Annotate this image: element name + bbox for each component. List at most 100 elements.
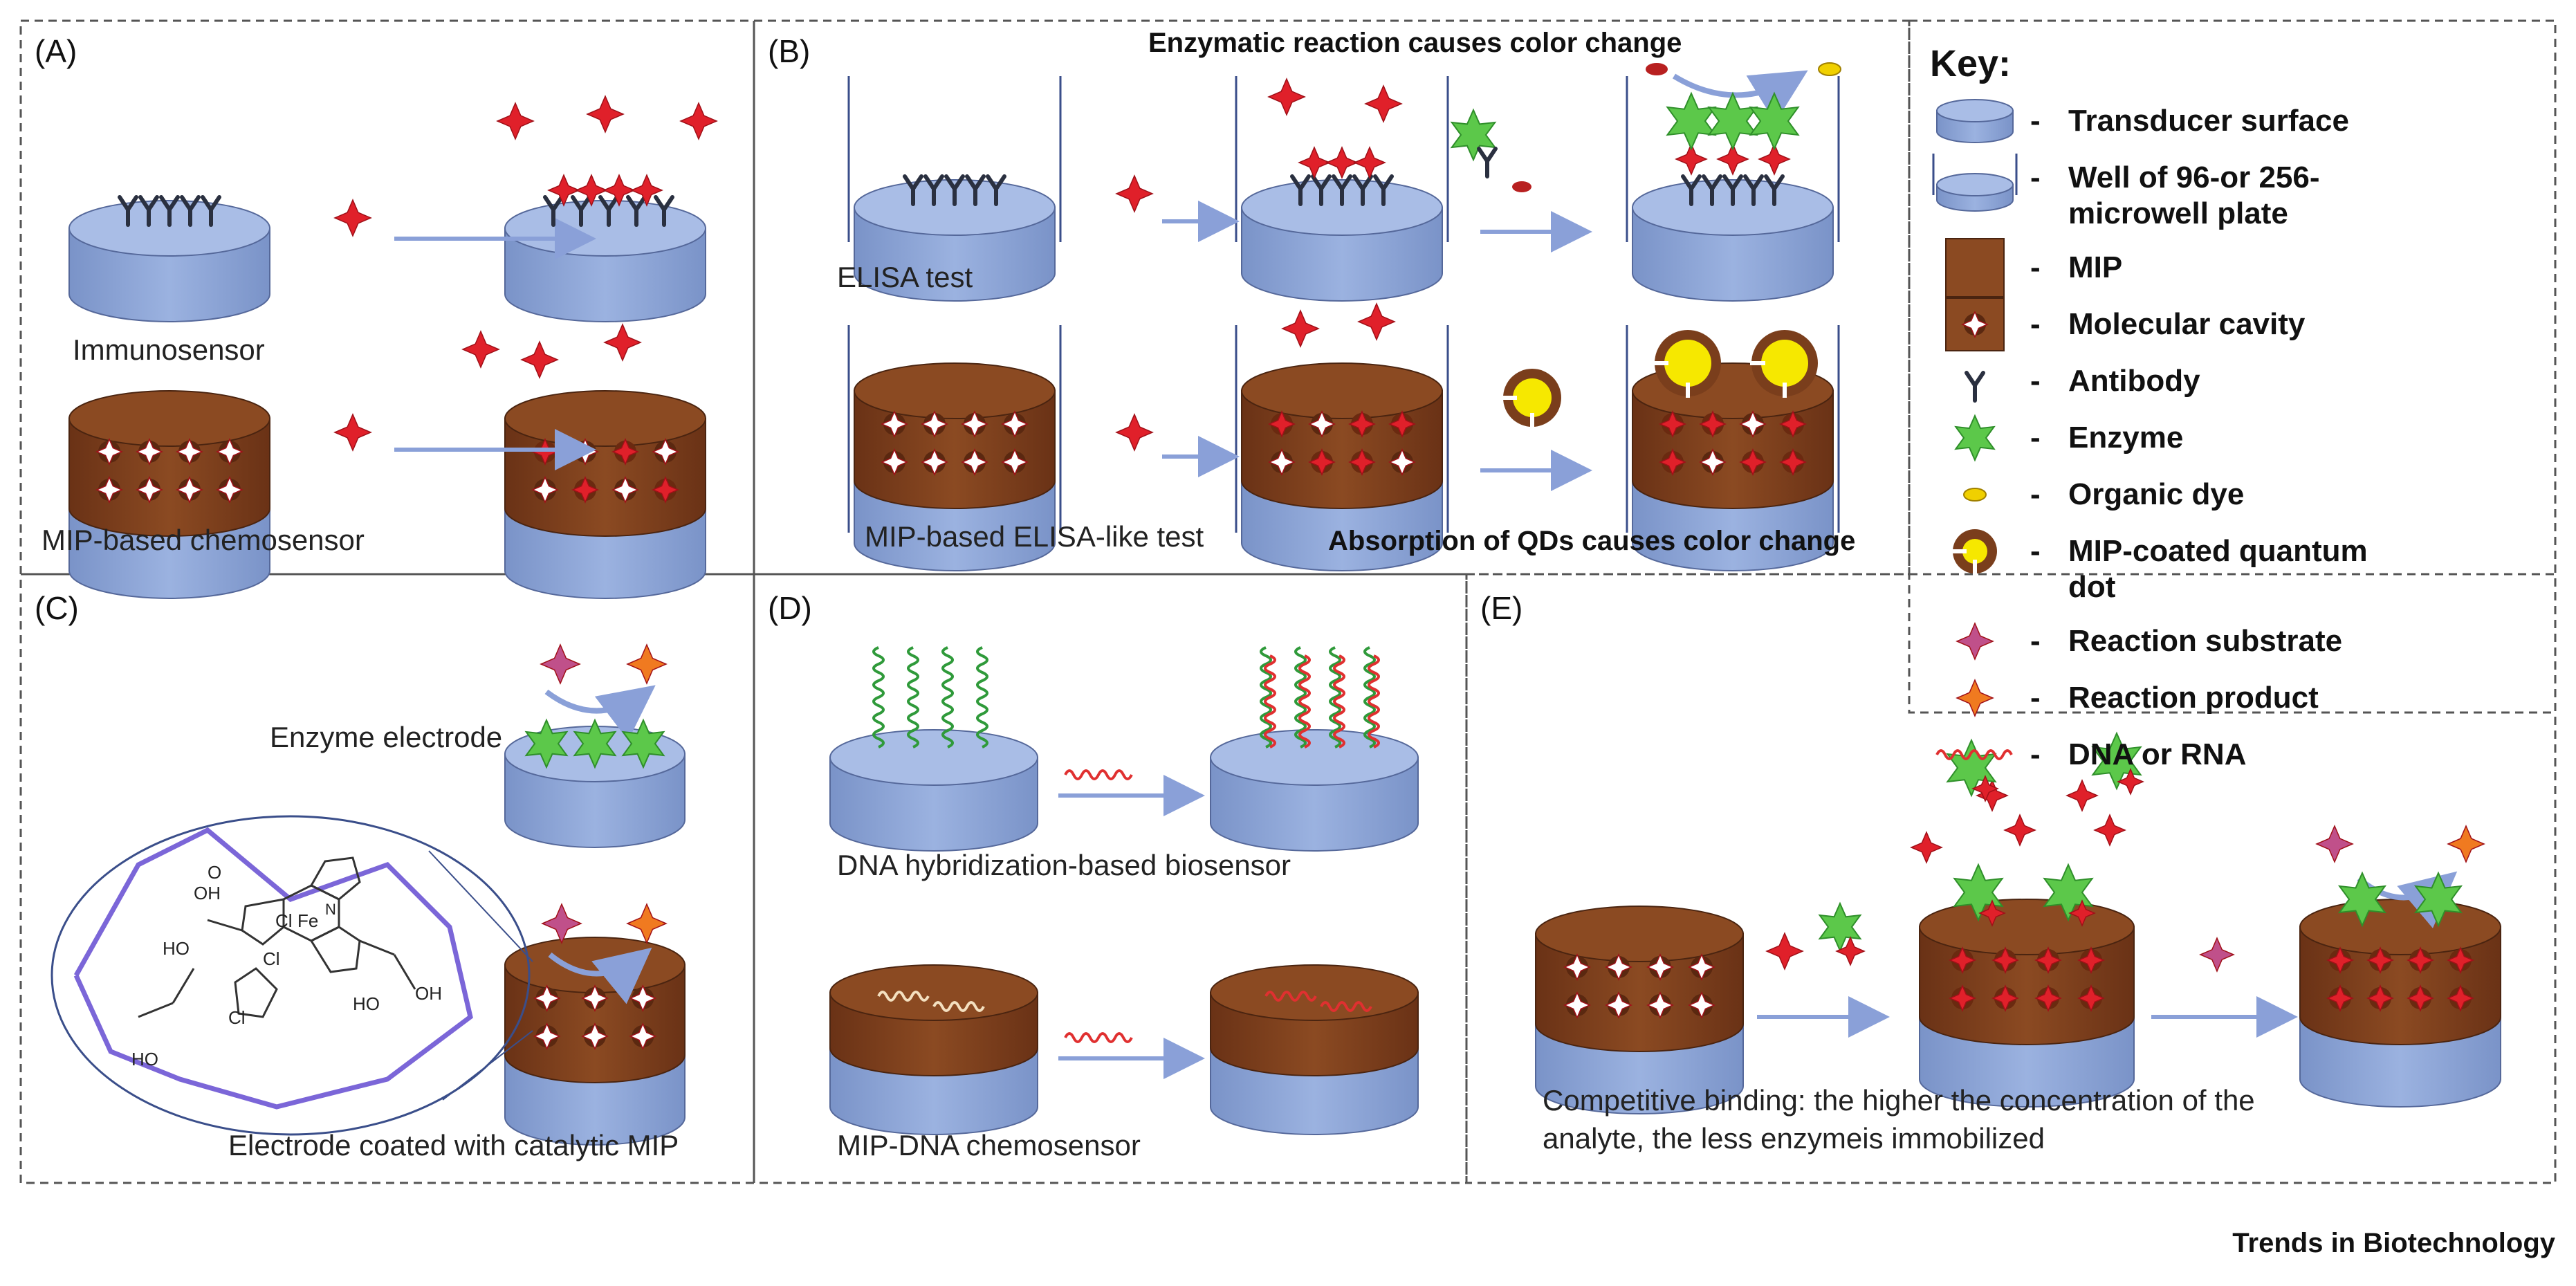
cavity-filled-analyte <box>1991 946 2019 974</box>
antibody-glyph <box>986 174 1006 206</box>
oh-group-1: OH <box>194 883 221 903</box>
dna-strand <box>1264 991 1317 1002</box>
antibody-arm-left <box>654 195 666 212</box>
enzyme-glyph <box>1954 414 1996 462</box>
disk-top <box>68 200 270 257</box>
key-row-well: -Well of 96-or 256-microwell plate <box>1932 154 2320 230</box>
panel-borders <box>19 19 2557 1184</box>
analyte-glyph <box>1281 309 1320 348</box>
molecular-cavity <box>1659 448 1686 476</box>
antibody-arm-left <box>626 195 638 212</box>
analyte-glyph <box>1353 146 1386 179</box>
mip-top <box>68 390 270 447</box>
antibody-arm-left <box>1702 174 1714 191</box>
key-dash: - <box>2030 421 2041 454</box>
antibody-arm-right <box>1973 371 1985 387</box>
antibody-arm-left <box>923 174 936 191</box>
cavity-filled-analyte <box>571 476 599 504</box>
analyte-glyph <box>1716 143 1749 176</box>
key-label: Transducer surface <box>2068 104 2349 138</box>
antibody-arm-right <box>147 195 159 212</box>
mip-layer <box>2299 899 2501 1045</box>
key-dash: - <box>2030 160 2041 194</box>
mip-layer <box>829 964 1038 1076</box>
antibody-arm-left <box>201 195 213 212</box>
antibody-glyph <box>201 195 221 227</box>
product-icon <box>1956 679 1994 717</box>
antibody-arm-left <box>138 195 151 212</box>
cavity-empty <box>176 476 203 504</box>
dna-strand <box>1320 1001 1372 1012</box>
molecular-cavity <box>1001 448 1029 476</box>
dye-icon <box>1963 488 1987 502</box>
key-row-mip: -MIP <box>1945 238 2122 297</box>
analyte-glyph <box>520 340 559 379</box>
quantum-dot-glyph <box>1653 330 1721 398</box>
immunosensor-label: Immunosensor <box>73 333 265 366</box>
molecular-cavity <box>1388 410 1416 438</box>
disk-top <box>1936 173 2014 196</box>
analyte-glyph <box>603 323 642 362</box>
antibody-arm-left <box>118 195 130 212</box>
enzyme-electrode-label: Enzyme electrode <box>270 721 502 753</box>
qd-core <box>1513 378 1552 417</box>
oh-group-2: OH <box>415 983 442 1004</box>
dna-strand <box>1064 1032 1133 1043</box>
cavity-filled-analyte <box>2034 984 2062 1012</box>
microwell <box>1626 325 1840 533</box>
antibody-glyph <box>1702 174 1722 206</box>
cavity-empty <box>1308 410 1336 438</box>
molecular-cavity <box>1605 991 1632 1019</box>
molecular-cavity <box>1646 953 1674 981</box>
antibody-glyph <box>1681 174 1702 206</box>
cavity-filled-analyte <box>1779 410 1807 438</box>
dna-strand <box>1935 749 2013 760</box>
dna-strand <box>1368 654 1380 748</box>
key-dash: - <box>2030 104 2041 138</box>
dna-strand <box>1064 769 1133 780</box>
antibody-arm-right <box>551 195 564 212</box>
analyte-glyph <box>1675 143 1708 176</box>
antibody-glyph <box>1290 174 1311 206</box>
molecular-cavity <box>1001 410 1029 438</box>
quantum-dot-glyph <box>1951 529 1997 575</box>
dna-strand <box>976 646 988 748</box>
mip-elisa-label: MIP-based ELISA-like test <box>865 520 1204 553</box>
mip-top <box>504 937 686 993</box>
cavity-empty <box>652 438 679 466</box>
enzyme-glyph <box>1953 863 2004 922</box>
substrate-glyph <box>541 903 582 944</box>
cavity-filled-analyte <box>1659 410 1686 438</box>
molecular-cavity <box>611 438 639 466</box>
mip-chemosensor-label: MIP-based chemosensor <box>42 524 365 556</box>
key-row-cavity: -Molecular cavity <box>1945 297 2306 351</box>
transducer-disk <box>829 729 1038 852</box>
dna-icon <box>1935 749 2013 760</box>
cavity-empty <box>1739 410 1767 438</box>
analyte-glyph <box>1910 831 1943 864</box>
molecular-cavity <box>961 410 988 438</box>
quantum-dot-glyph <box>1502 369 1561 428</box>
analyte-glyph <box>1978 899 2006 927</box>
transducer-disk <box>504 200 706 322</box>
molecular-cavity <box>881 410 908 438</box>
disk-top <box>1936 99 2014 122</box>
disk-top <box>854 179 1056 236</box>
analyte-glyph <box>1357 302 1396 341</box>
molecular-cavity <box>1348 448 1376 476</box>
molecular-cavity <box>176 476 203 504</box>
key-row-product: -Reaction product <box>1956 679 2319 717</box>
analyte-glyph <box>575 174 608 207</box>
mip-side <box>1919 926 2135 1045</box>
key-row-dye: -Organic dye <box>1963 477 2244 511</box>
disk-top <box>1632 179 1834 236</box>
cavity-empty <box>1388 448 1416 476</box>
key-dash: - <box>2030 307 2041 341</box>
cl-atom-3: Cl <box>228 1007 246 1028</box>
analyte-glyph <box>1364 84 1403 123</box>
antibody-arm-right <box>1298 174 1311 191</box>
enzyme-glyph <box>1450 108 1497 162</box>
enzyme-glyph <box>1818 901 1862 953</box>
cavity-filled-analyte <box>1388 410 1416 438</box>
cavity-empty <box>176 438 203 466</box>
